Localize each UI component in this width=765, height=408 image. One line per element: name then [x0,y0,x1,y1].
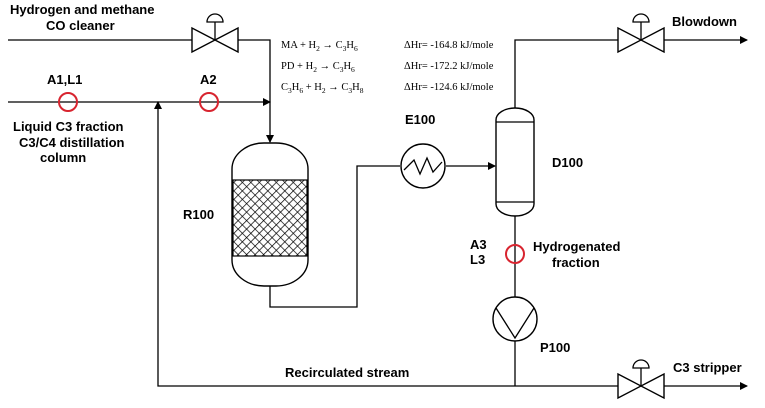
reaction-list: MA + H2 → C3H6 PD + H2 → C3H6 C3H6 + H2 … [281,40,494,95]
liquid-feed-label-2: C3/C4 distillation [19,135,125,150]
c3-stripper-label: C3 stripper [673,360,742,375]
valve-hydrogen-feed[interactable] [191,13,239,54]
reaction-1-enthalpy: ΔHr= -164.8 kJ/mole [404,40,494,51]
blowdown-label: Blowdown [672,14,737,29]
liquid-feed-label: Liquid C3 fraction [13,119,124,134]
heat-exchanger-e100[interactable] [400,143,446,189]
sample-point-l3-label: L3 [470,252,485,267]
piping [8,36,748,390]
reaction-3: C3H6 + H2 → C3H8 [281,82,364,95]
valve-blowdown[interactable] [617,13,665,54]
drum-label: D100 [552,155,583,170]
recirculated-stream-label: Recirculated stream [285,365,409,380]
recirculated-stream-line [154,101,515,387]
hydrogenated-fraction-label: Hydrogenated [533,239,620,254]
reactor-label: R100 [183,207,214,222]
drum-d100[interactable] [495,107,535,217]
pump-label: P100 [540,340,570,355]
reaction-1: MA + H2 → C3H6 [281,40,358,53]
reactor-outlet-line [269,165,400,308]
sample-point-a1-l1[interactable] [58,92,78,112]
valve-c3-stripper[interactable] [617,359,665,400]
sample-point-a2[interactable] [199,92,219,112]
hydrogen-feed-label: Hydrogen and methane [10,2,154,17]
exchanger-coil-icon [403,156,443,176]
reactor-r100[interactable] [231,142,309,287]
reaction-3-enthalpy: ΔHr= -124.6 kJ/mole [404,82,494,93]
sample-point-a3-l3[interactable] [505,244,525,264]
liquid-feed-label-3: column [40,150,86,165]
hydrogen-feed-label-2: CO cleaner [46,18,115,33]
sample-point-a2-label: A2 [200,72,217,87]
hydrogen-to-reactor-line [238,39,274,143]
reaction-2-enthalpy: ΔHr= -172.2 kJ/mole [404,61,494,72]
sample-point-a3-label: A3 [470,237,487,252]
reaction-2: PD + H2 → C3H6 [281,61,355,74]
pump-impeller-icon [495,307,535,340]
exchanger-label: E100 [405,112,435,127]
drum-blowdown-line [514,39,618,110]
hydrogenated-fraction-label-2: fraction [552,255,600,270]
pump-p100[interactable] [492,296,538,342]
sample-point-a1-l1-label: A1,L1 [47,72,82,87]
